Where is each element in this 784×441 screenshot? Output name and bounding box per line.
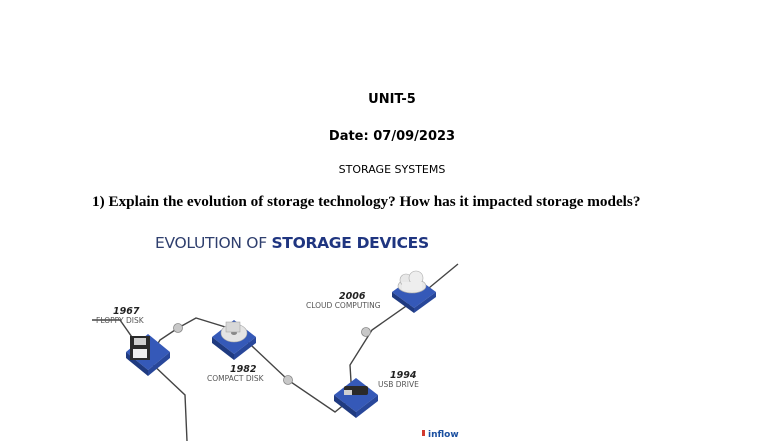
inflow-logo: inflow: [422, 430, 459, 440]
section-title: STORAGE SYSTEMS: [338, 163, 446, 176]
milestone-name-cd: COMPACT DISK: [207, 374, 265, 383]
unit-title: UNIT-5: [368, 92, 416, 107]
milestone-year-usb: 1994: [390, 370, 417, 381]
inflow-logo-text: inflow: [428, 430, 459, 440]
milestone-name-cloud: CLOUD COMPUTING: [306, 301, 381, 310]
milestone-year-cd: 1982: [230, 364, 257, 375]
compact-disk-icon: [212, 320, 256, 360]
milestone-name-floppy: FLOPPY DISK: [96, 316, 145, 325]
timeline-node: [173, 323, 183, 333]
cloud-icon: [392, 270, 436, 313]
diagram-title-bold: STORAGE DEVICES: [271, 234, 429, 252]
timeline-node: [361, 327, 371, 337]
milestone-year-cloud: 2006: [339, 291, 366, 302]
question-text: 1) Explain the evolution of storage tech…: [92, 193, 641, 210]
diagram-title-light: EVOLUTION OF: [155, 234, 272, 252]
milestone-name-usb: USB DRIVE: [378, 380, 419, 389]
usb-drive-icon: [334, 378, 378, 418]
floppy-disk-icon: [126, 334, 170, 376]
diagram-title: EVOLUTION OF STORAGE DEVICES: [155, 234, 429, 252]
milestone-year-floppy: 1967: [113, 306, 140, 317]
date-line: Date: 07/09/2023: [328, 129, 456, 144]
timeline-node: [283, 375, 293, 385]
